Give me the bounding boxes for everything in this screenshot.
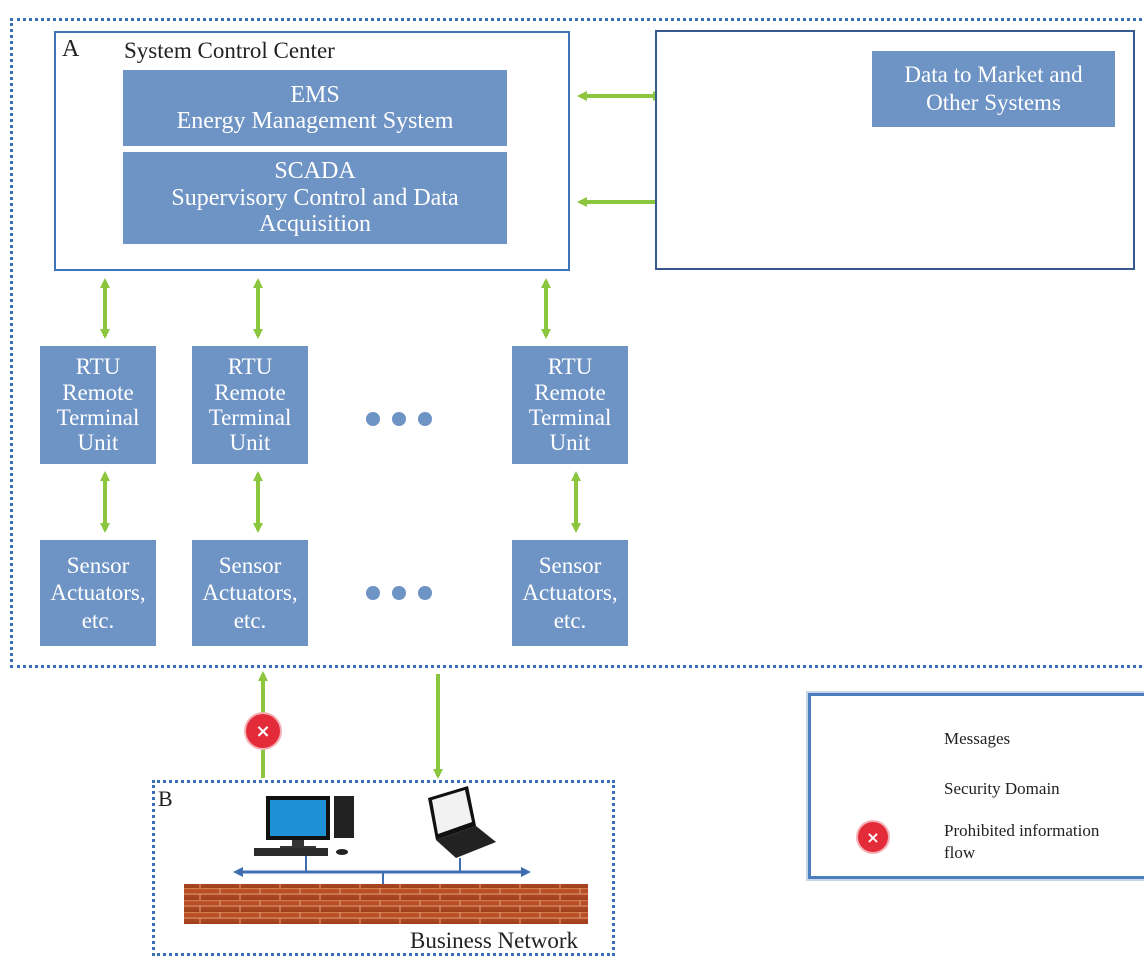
sensor-line: Sensor	[66, 552, 130, 578]
rtu-box: RTU Remote Terminal Unit	[40, 346, 156, 464]
sensor-box: Sensor Actuators, etc.	[512, 540, 628, 646]
legend-prohibited-label: Prohibited information flow	[944, 820, 1099, 864]
legend-security-domain-label: Security Domain	[944, 779, 1060, 798]
ems-fullname: Energy Management System	[176, 108, 454, 134]
rtu-box: RTU Remote Terminal Unit	[512, 346, 628, 464]
market-line-2: Other Systems	[926, 90, 1061, 115]
scada-acronym: SCADA	[274, 158, 356, 185]
ems-box: EMS Energy Management System	[123, 70, 507, 146]
rtu-word: Remote	[214, 379, 286, 405]
rtu-box: RTU Remote Terminal Unit	[192, 346, 308, 464]
security-domain-a	[10, 18, 1144, 668]
sensor-line: Actuators,	[202, 580, 298, 606]
rtu-acronym: RTU	[75, 354, 121, 380]
legend-prohibited-line-1: Prohibited information	[944, 821, 1100, 840]
legend-messages-label: Messages	[944, 729, 1011, 748]
rtu-acronym: RTU	[547, 354, 593, 380]
ems-acronym: EMS	[290, 81, 340, 108]
sensor-line: etc.	[553, 607, 587, 633]
sensor-line: etc.	[81, 607, 115, 633]
sensor-line: Actuators,	[50, 580, 146, 606]
scada-box: SCADA Supervisory Control and Data Acqui…	[123, 152, 507, 244]
sensor-line: Actuators,	[522, 580, 618, 606]
rtu-word: Unit	[549, 430, 591, 456]
domain-a-letter: A	[62, 36, 80, 62]
sensor-line: etc.	[233, 607, 267, 633]
rtu-word: Unit	[229, 430, 271, 456]
market-box: Data to Market and Other Systems	[872, 51, 1115, 127]
domain-b-letter: B	[158, 786, 173, 811]
rtu-word: Terminal	[56, 405, 140, 430]
market-line-1: Data to Market and	[904, 62, 1083, 88]
rtu-word: Remote	[534, 379, 606, 405]
legend-prohibited-icon: ×	[858, 822, 888, 852]
scada-fullname-1: Supervisory Control and Data	[171, 184, 459, 211]
firewall-icon	[184, 884, 588, 924]
rtu-acronym: RTU	[227, 354, 273, 380]
rtu-word: Terminal	[208, 405, 292, 430]
rtu-word: Remote	[62, 379, 134, 405]
prohibited-flow-icon: ×	[246, 714, 280, 748]
scc-title: System Control Center	[124, 38, 335, 63]
sensor-line: Sensor	[218, 552, 282, 578]
security-domain-b	[152, 780, 615, 956]
desktop-computer-icon	[254, 796, 354, 856]
legend-prohibited-line-2: flow	[944, 843, 976, 863]
business-network-label: Business Network	[410, 928, 579, 953]
scada-fullname-2: Acquisition	[259, 211, 371, 238]
sensor-line: Sensor	[538, 552, 602, 578]
rtu-word: Terminal	[528, 405, 612, 430]
sensor-box: Sensor Actuators, etc.	[40, 540, 156, 646]
rtu-word: Unit	[77, 430, 119, 456]
laptop-icon	[428, 786, 496, 858]
sensor-box: Sensor Actuators, etc.	[192, 540, 308, 646]
